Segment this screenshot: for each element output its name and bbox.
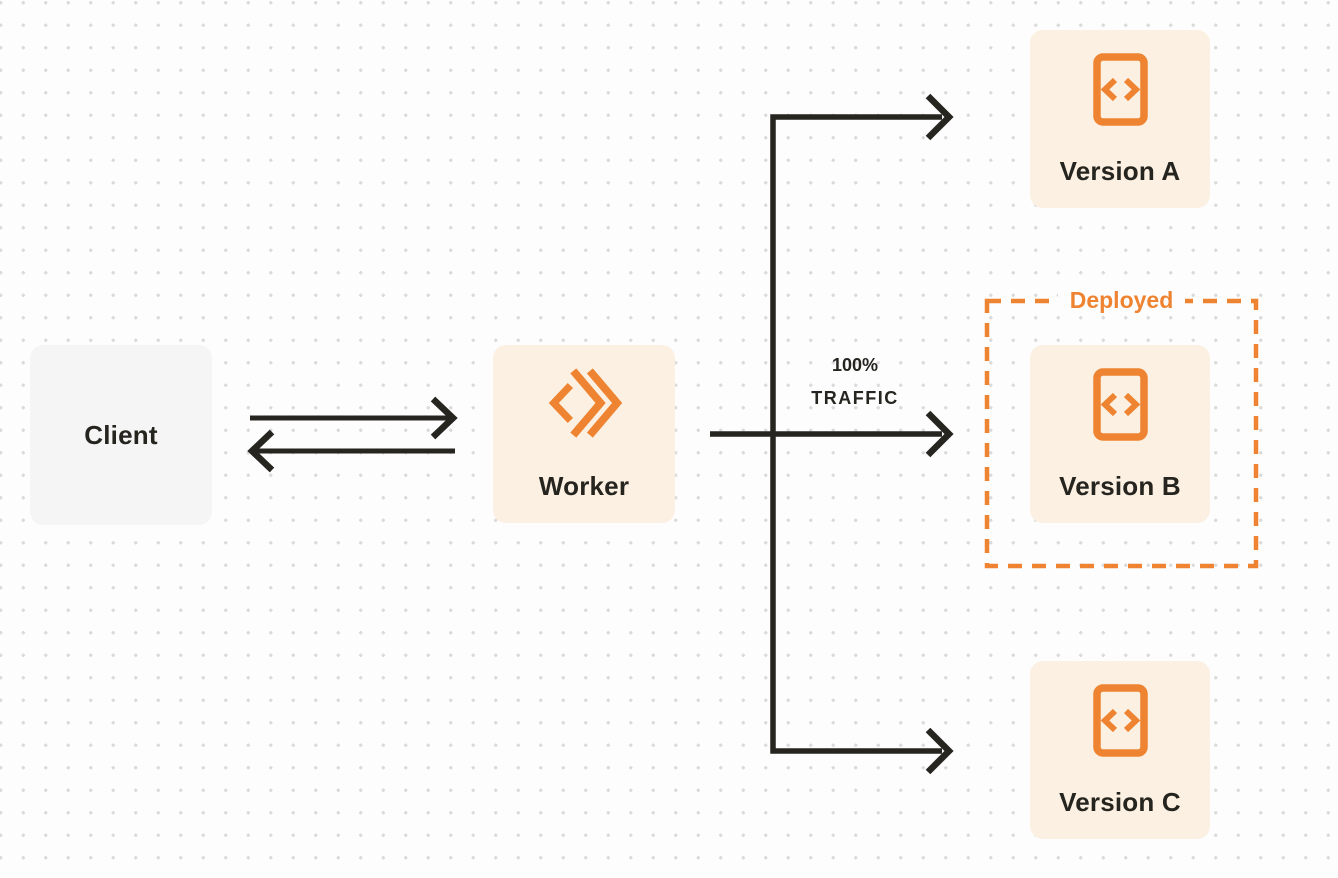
version-a-label: Version A: [1059, 155, 1181, 186]
client-node: Client: [30, 345, 212, 525]
version-a-node: Version A: [1030, 30, 1210, 208]
arrowhead-version-c: [925, 727, 954, 775]
arrowhead-version-b: [925, 410, 954, 458]
deployed-label: Deployed: [1057, 285, 1186, 315]
code-file-icon: [1092, 683, 1149, 763]
version-c-node: Version C: [1030, 661, 1210, 839]
traffic-percent: 100%: [831, 355, 879, 375]
client-to-worker-arrow: [250, 396, 458, 440]
worker-to-client-arrow: [247, 429, 455, 473]
client-label: Client: [84, 419, 158, 450]
version-b-label: Version B: [1059, 470, 1181, 501]
version-c-label: Version C: [1059, 786, 1181, 817]
worker-label: Worker: [538, 471, 630, 501]
version-arrowheads: [925, 93, 954, 775]
code-file-icon: [1092, 367, 1149, 447]
traffic-annotation: 100% TRAFFIC: [780, 349, 930, 415]
branch-trunk-line: [710, 114, 942, 754]
worker-node: Worker: [493, 345, 675, 523]
deployed-annotation: Deployed: [985, 285, 1258, 315]
traffic-word: TRAFFIC: [811, 388, 899, 408]
code-file-icon: [1092, 52, 1149, 132]
version-b-node: Version B: [1030, 345, 1210, 523]
arrowhead-version-a: [925, 93, 954, 141]
workers-logo-icon: [546, 366, 623, 445]
